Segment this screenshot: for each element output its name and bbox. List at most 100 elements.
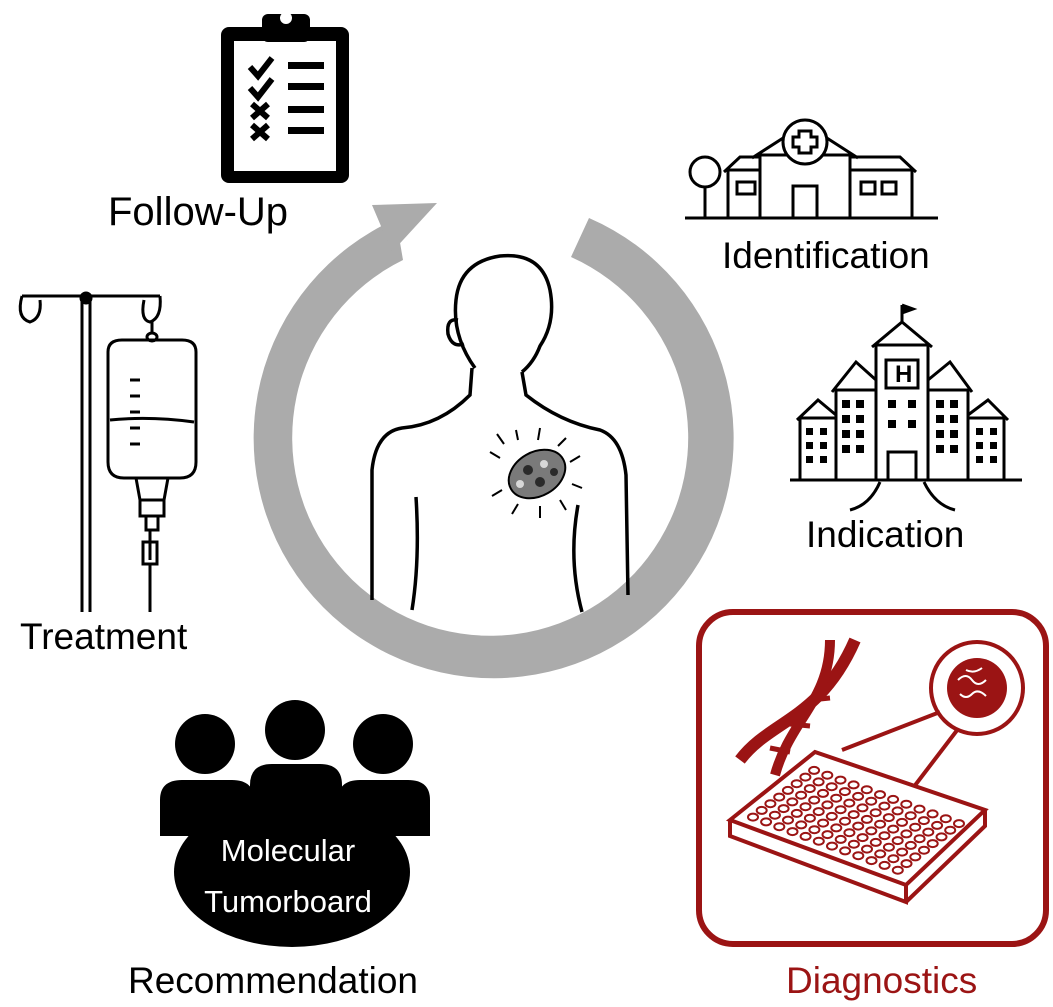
plate-well: [860, 785, 873, 795]
microplate-icon: [725, 749, 989, 905]
plate-well: [847, 810, 860, 820]
plate-well: [786, 797, 799, 807]
plate-well: [830, 823, 843, 833]
plate-well: [887, 794, 900, 804]
plate-well: [760, 817, 773, 827]
plate-well: [865, 856, 878, 866]
plate-well: [768, 810, 781, 820]
plate-well: [821, 770, 834, 780]
plate-well: [839, 816, 851, 826]
plate-well: [808, 765, 821, 775]
plate-well: [821, 800, 834, 810]
plate-well: [900, 799, 913, 809]
plate-well: [790, 779, 803, 789]
plate-well: [843, 798, 856, 808]
plate-well: [817, 818, 830, 828]
plate-well: [860, 814, 873, 824]
plate-well: [882, 842, 895, 852]
plate-well: [926, 839, 939, 849]
plate-well: [913, 834, 926, 844]
plate-well: [887, 854, 900, 864]
plate-well: [812, 777, 825, 787]
plate-well: [882, 813, 895, 823]
plate-well: [799, 831, 812, 841]
plate-well: [830, 793, 843, 803]
tumorboard-label-line2: Tumorboard: [204, 884, 372, 919]
plate-well: [861, 844, 873, 854]
svg-text:H: H: [895, 361, 912, 388]
tumorboard-label-line1: Molecular: [220, 833, 356, 868]
plate-well: [799, 802, 812, 812]
stage-label-recommendation: Recommendation: [128, 960, 418, 1001]
diagnostics-panel: [696, 609, 1049, 947]
plate-well: [786, 827, 799, 837]
city-hospital-icon: H: [790, 303, 1022, 512]
plate-well: [904, 840, 917, 850]
plate-well: [900, 859, 913, 869]
plate-well: [869, 837, 882, 847]
plate-well: [852, 821, 865, 831]
team-people-icon: [160, 700, 430, 947]
plate-well: [856, 833, 869, 843]
plate-well: [847, 839, 860, 849]
plate-well: [852, 791, 865, 801]
plate-well: [918, 845, 930, 855]
stage-label-treatment: Treatment: [20, 616, 188, 657]
plate-well: [935, 832, 948, 842]
plate-well: [812, 836, 825, 846]
plate-well: [939, 814, 952, 824]
plate-well: [852, 851, 865, 861]
dna-icon: [735, 637, 861, 777]
stage-label-diagnostics: Diagnostics: [786, 960, 978, 1001]
plate-well: [926, 809, 939, 819]
plate-well: [838, 787, 851, 797]
plate-well: [821, 830, 834, 840]
iv-drip-icon: [18, 291, 198, 612]
plate-well: [856, 803, 869, 813]
plate-well: [839, 846, 852, 856]
plate-well: [781, 785, 794, 795]
plate-well: [887, 824, 900, 834]
plate-well: [764, 799, 777, 809]
plate-well: [755, 805, 768, 815]
plate-well: [891, 806, 904, 816]
plate-well: [777, 804, 790, 814]
building-windows: [806, 400, 997, 463]
plate-well: [878, 831, 891, 841]
plate-well: [865, 826, 878, 836]
plate-well: [790, 808, 803, 818]
stage-label-indication: Indication: [806, 514, 965, 555]
plate-well: [874, 790, 886, 800]
plate-well: [799, 772, 812, 782]
plate-well: [773, 792, 786, 802]
plate-well: [953, 819, 965, 829]
plate-well: [795, 820, 808, 830]
plate-well: [922, 827, 935, 837]
plate-well: [909, 852, 922, 862]
plate-well: [909, 822, 922, 832]
plate-well: [812, 807, 825, 817]
plate-well: [878, 801, 891, 811]
plate-well: [747, 812, 759, 822]
plate-well: [825, 811, 838, 821]
plate-well: [834, 834, 847, 844]
plate-well: [847, 780, 860, 790]
plate-well: [896, 847, 909, 857]
plate-well: [891, 836, 904, 846]
plate-well: [874, 849, 887, 859]
plate-well: [826, 841, 838, 851]
tumor-icon: [489, 427, 583, 518]
plate-well: [803, 813, 816, 823]
plate-well: [917, 816, 930, 826]
plate-well: [891, 865, 904, 875]
plate-well: [944, 825, 957, 835]
plate-well: [795, 790, 808, 800]
clipboard-checklist-icon: [221, 12, 349, 183]
plate-well: [808, 795, 821, 805]
plate-well: [896, 817, 908, 827]
plate-well: [878, 860, 891, 870]
plate-well: [834, 775, 847, 785]
stage-label-follow-up: Follow-Up: [108, 190, 289, 234]
plate-well: [904, 811, 917, 821]
